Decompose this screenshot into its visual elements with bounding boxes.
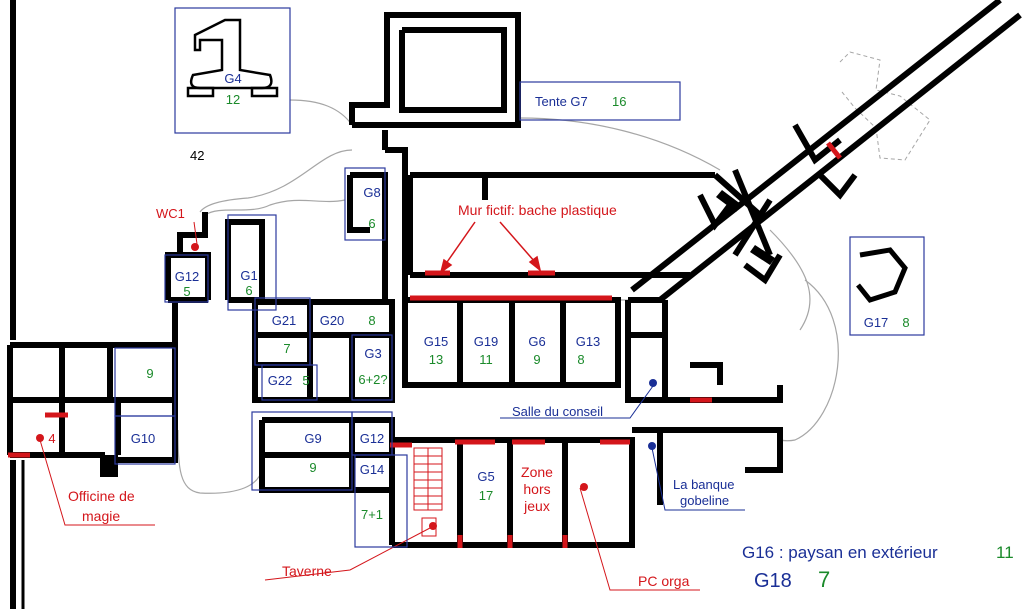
label-g15: G15 <box>424 334 449 349</box>
label-g20: G20 <box>320 313 345 328</box>
label-g4-count: 12 <box>226 92 240 107</box>
label-g22: G22 <box>268 373 293 388</box>
label-tente-g7: Tente G7 <box>535 94 588 109</box>
label-hors: hors <box>523 481 550 497</box>
label-g9-count: 9 <box>309 460 316 475</box>
label-g5-count: 17 <box>479 488 493 503</box>
label-g4: G4 <box>224 71 241 86</box>
red-markers <box>8 141 842 548</box>
label-4: 4 <box>48 431 55 446</box>
label-pc-orga: PC orga <box>638 573 690 589</box>
label-g10: G10 <box>131 431 156 446</box>
label-g22-count: 5 <box>302 373 309 388</box>
label-zone: Zone <box>521 464 553 480</box>
blue-dots <box>648 379 657 450</box>
label-g16: G16 : paysan en extérieur <box>742 543 938 562</box>
leader-lines <box>39 221 700 591</box>
label-g1-count: 6 <box>245 283 252 298</box>
g4-structure <box>186 18 279 98</box>
mur-arrows <box>439 221 542 274</box>
label-salle-du-conseil: Salle du conseil <box>512 404 603 419</box>
label-g12-top: G12 <box>175 269 200 284</box>
walls <box>7 0 1022 609</box>
label-g12-bottom: G12 <box>360 431 385 446</box>
label-g1: G1 <box>240 268 257 283</box>
label-g18-count: 7 <box>818 567 830 592</box>
label-wc1: WC1 <box>156 206 185 221</box>
red-dots <box>36 243 588 530</box>
label-g12-top-count: 5 <box>183 284 190 299</box>
taverne-stairs <box>413 447 443 537</box>
label-g19-count: 11 <box>479 352 493 367</box>
label-taverne: Taverne <box>282 563 332 579</box>
g17-building <box>856 247 908 303</box>
label-g6: G6 <box>528 334 545 349</box>
label-g15-count: 13 <box>429 352 443 367</box>
label-officine-2: magie <box>82 508 120 524</box>
label-banque-2: gobeline <box>680 493 729 508</box>
label-g17-count: 8 <box>902 315 909 330</box>
solid-features <box>100 190 775 477</box>
label-g9: G9 <box>304 431 321 446</box>
label-g5: G5 <box>477 469 494 484</box>
label-g3: G3 <box>364 346 381 361</box>
label-g16-count: 11 <box>996 543 1014 562</box>
label-g21: G21 <box>272 313 297 328</box>
walking-paths <box>177 99 839 494</box>
label-g21-count: 7 <box>283 341 290 356</box>
label-42: 42 <box>190 148 204 163</box>
label-g20-count: 8 <box>368 313 375 328</box>
label-banque-1: La banque <box>673 477 734 492</box>
label-g6-count: 9 <box>533 352 540 367</box>
label-g8: G8 <box>363 185 380 200</box>
label-g14: G14 <box>360 462 385 477</box>
label-9-left: 9 <box>146 366 153 381</box>
label-g13-count: 8 <box>577 352 584 367</box>
label-g7-count: 16 <box>612 94 626 109</box>
label-g18: G18 <box>754 570 792 592</box>
label-jeux: jeux <box>523 498 550 514</box>
label-mur-fictif: Mur fictif: bache plastique <box>458 202 617 218</box>
label-g13: G13 <box>576 334 601 349</box>
label-g3-count: 6+2? <box>358 372 387 387</box>
group-boxes <box>114 7 925 548</box>
label-officine-1: Officine de <box>68 488 135 504</box>
label-g8-count: 6 <box>368 216 375 231</box>
label-g14-count: 7+1 <box>361 507 383 522</box>
label-g17: G17 <box>864 315 889 330</box>
label-g19: G19 <box>474 334 499 349</box>
blue-leader-lines <box>500 385 745 511</box>
